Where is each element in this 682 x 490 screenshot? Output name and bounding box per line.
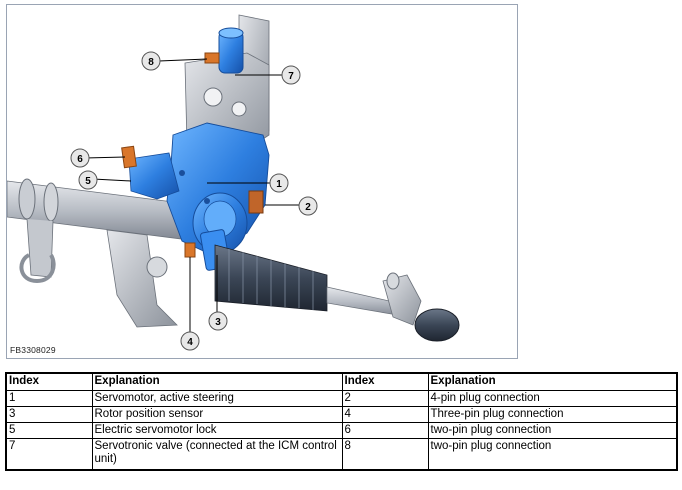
svg-text:4: 4 xyxy=(187,337,193,348)
callout-4: 4 xyxy=(180,331,200,351)
steering-gear-illustration: 8 7 6 5 1 2 3 4 FB3308029 xyxy=(6,4,518,359)
index-cell: 8 xyxy=(341,438,429,471)
callout-1: 1 xyxy=(269,173,289,193)
index-cell: 3 xyxy=(5,406,93,423)
index-table: Index Explanation Index Explanation 1 Se… xyxy=(5,372,678,471)
explanation-cell: Electric servomotor lock xyxy=(91,422,343,439)
callout-7: 7 xyxy=(281,65,301,85)
svg-text:7: 7 xyxy=(288,71,294,82)
callout-leaders xyxy=(84,58,304,335)
table-row: 3 Rotor position sensor 4 Three-pin plug… xyxy=(5,406,678,423)
figure-code: FB3308029 xyxy=(10,345,56,355)
table-header-row: Index Explanation Index Explanation xyxy=(5,372,678,391)
svg-text:1: 1 xyxy=(276,179,282,190)
callout-8: 8 xyxy=(141,51,161,71)
svg-text:6: 6 xyxy=(77,154,83,165)
rack-bellows xyxy=(214,244,410,318)
explanation-cell: Rotor position sensor xyxy=(91,406,343,423)
explanation-cell: Servomotor, active steering xyxy=(91,390,343,407)
index-cell: 1 xyxy=(5,390,93,407)
steering-gear-drawing: 8 7 6 5 1 2 3 4 xyxy=(7,14,460,351)
header-explanation-2: Explanation xyxy=(427,372,678,391)
explanation-cell: two-pin plug connection xyxy=(427,438,678,471)
tie-rod-end xyxy=(382,272,460,342)
index-cell: 4 xyxy=(341,406,429,423)
plug-connectors xyxy=(121,52,264,258)
index-cell: 6 xyxy=(341,422,429,439)
index-cell: 2 xyxy=(341,390,429,407)
callout-2: 2 xyxy=(298,196,318,216)
header-index-2: Index xyxy=(341,372,429,391)
index-cell: 5 xyxy=(5,422,93,439)
table-row: 5 Electric servomotor lock 6 two-pin plu… xyxy=(5,422,678,439)
servomotor-body xyxy=(128,122,270,271)
callout-6: 6 xyxy=(70,148,90,168)
table-row: 7 Servotronic valve (connected at the IC… xyxy=(5,438,678,471)
table-row: 1 Servomotor, active steering 2 4-pin pl… xyxy=(5,390,678,407)
svg-text:3: 3 xyxy=(215,317,221,328)
rack-housing xyxy=(7,178,198,328)
header-explanation-1: Explanation xyxy=(91,372,343,391)
explanation-cell: Servotronic valve (connected at the ICM … xyxy=(91,438,343,471)
explanation-cell: 4-pin plug connection xyxy=(427,390,678,407)
svg-text:2: 2 xyxy=(305,202,311,213)
header-index-1: Index xyxy=(5,372,93,391)
index-cell: 7 xyxy=(5,438,93,471)
explanation-cell: two-pin plug connection xyxy=(427,422,678,439)
explanation-cell: Three-pin plug connection xyxy=(427,406,678,423)
svg-text:5: 5 xyxy=(85,176,91,187)
callout-3: 3 xyxy=(208,311,228,331)
callout-5: 5 xyxy=(78,170,98,190)
svg-text:8: 8 xyxy=(148,57,154,68)
